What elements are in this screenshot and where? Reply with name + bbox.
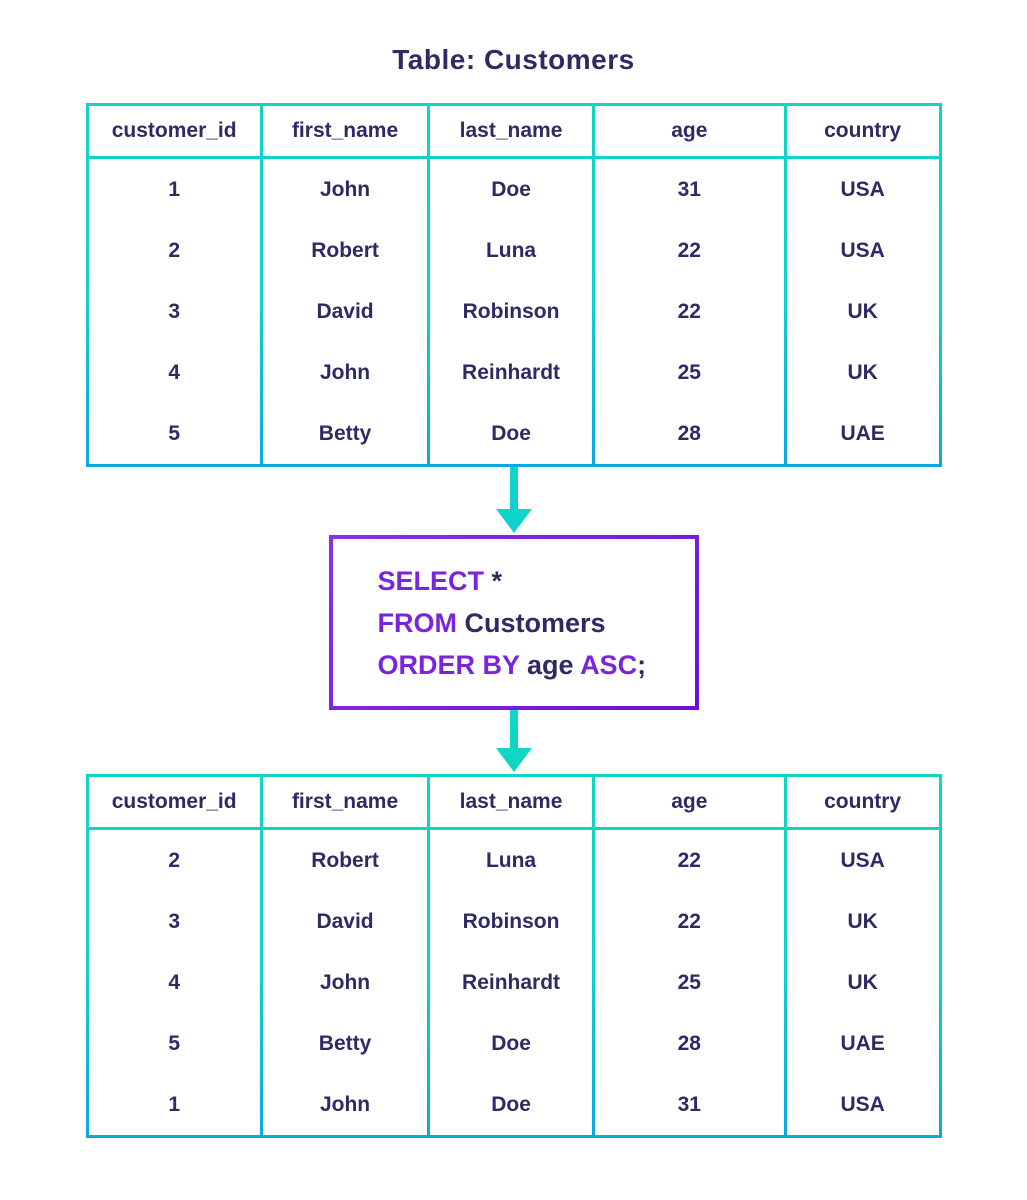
table-cell: David — [316, 299, 374, 323]
down-arrow-icon — [495, 710, 532, 772]
table-cell: USA — [840, 1092, 885, 1116]
table-cell: UAE — [840, 1031, 885, 1055]
table-cell: 22 — [677, 909, 701, 933]
table-cell: 22 — [677, 848, 701, 872]
table-cell: UK — [847, 909, 878, 933]
table-cell: 4 — [168, 970, 180, 994]
down-arrow-icon — [495, 467, 532, 533]
column-header: age — [594, 106, 784, 156]
table-cell: 22 — [677, 299, 701, 323]
table-cell: Doe — [491, 1092, 531, 1116]
sql-line: FROM Customers — [378, 602, 695, 644]
customers-table: customer_id first_name last_name age cou… — [85, 103, 942, 467]
table-column-first-name: John Robert David John Betty — [262, 159, 428, 464]
table-cell: 4 — [168, 360, 180, 384]
table-cell: Robinson — [462, 909, 560, 933]
table-cell: Luna — [485, 848, 537, 872]
table-column-last-name: Doe Luna Robinson Reinhardt Doe — [430, 159, 592, 464]
table-cell: Betty — [318, 421, 372, 445]
table-cell: Doe — [491, 1031, 531, 1055]
table-cell: USA — [840, 238, 885, 262]
sql-keyword: SELECT — [377, 565, 485, 596]
table-cell: UAE — [840, 421, 885, 445]
table-cell: John — [319, 360, 371, 384]
sql-line: ORDER BY age ASC; — [378, 644, 695, 686]
table-cell: USA — [840, 177, 885, 201]
column-header: country — [786, 106, 939, 156]
sql-text: Customers — [456, 607, 606, 638]
table-cell: 31 — [677, 1092, 701, 1116]
table-column-customer-id: 2 3 4 5 1 — [88, 830, 260, 1135]
sql-text: * — [484, 565, 503, 596]
table-cell: UK — [847, 970, 878, 994]
table-cell: Reinhardt — [462, 970, 561, 994]
table-cell: 1 — [168, 177, 180, 201]
sql-query-box: SELECT * FROM Customers ORDER BY age ASC… — [328, 535, 699, 710]
table-cell: Reinhardt — [462, 360, 561, 384]
table-cell: John — [319, 177, 371, 201]
table-cell: John — [319, 970, 371, 994]
table-cell: 31 — [677, 177, 701, 201]
table-cell: UK — [847, 299, 878, 323]
table-column-customer-id: 1 2 3 4 5 — [88, 159, 260, 464]
column-header: age — [594, 777, 784, 827]
sql-text: ; — [637, 649, 647, 680]
table-cell: David — [316, 909, 374, 933]
table-column-last-name: Luna Robinson Reinhardt Doe Doe — [430, 830, 592, 1135]
table-cell: 25 — [677, 360, 701, 384]
column-header: last_name — [430, 777, 592, 827]
column-header: first_name — [262, 106, 428, 156]
table-cell: 3 — [168, 909, 180, 933]
table-cell: Doe — [491, 421, 531, 445]
table-cell: USA — [840, 848, 885, 872]
table-cell: 1 — [168, 1092, 180, 1116]
table-column-country: USA USA UK UK UAE — [786, 159, 939, 464]
table-cell: Robert — [311, 848, 379, 872]
sql-keyword: FROM — [377, 607, 457, 638]
table-cell: 28 — [677, 1031, 701, 1055]
column-header: customer_id — [88, 106, 260, 156]
table-cell: 2 — [168, 238, 180, 262]
table-column-age: 31 22 22 25 28 — [594, 159, 784, 464]
sql-keyword: ORDER BY — [377, 649, 520, 680]
sql-text: age — [519, 649, 581, 680]
table-cell: Luna — [485, 238, 537, 262]
table-cell: 3 — [168, 299, 180, 323]
column-header: last_name — [430, 106, 592, 156]
table-cell: Robert — [311, 238, 379, 262]
table-cell: 5 — [168, 1031, 180, 1055]
table-cell: Betty — [318, 1031, 372, 1055]
table-cell: Doe — [491, 177, 531, 201]
table-cell: UK — [847, 360, 878, 384]
column-header: first_name — [262, 777, 428, 827]
page-title: Table: Customers — [392, 44, 635, 75]
table-column-first-name: Robert David John Betty John — [262, 830, 428, 1135]
table-column-age: 22 22 25 28 31 — [594, 830, 784, 1135]
table-cell: 28 — [677, 421, 701, 445]
table-cell: 5 — [168, 421, 180, 445]
sql-line: SELECT * — [378, 560, 695, 602]
table-cell: Robinson — [462, 299, 560, 323]
table-column-country: USA UK UK UAE USA — [786, 830, 939, 1135]
column-header: customer_id — [88, 777, 260, 827]
table-cell: 25 — [677, 970, 701, 994]
result-table: customer_id first_name last_name age cou… — [85, 774, 942, 1138]
table-cell: John — [319, 1092, 371, 1116]
table-cell: 22 — [677, 238, 701, 262]
table-cell: 2 — [168, 848, 180, 872]
sql-keyword: ASC — [580, 649, 638, 680]
column-header: country — [786, 777, 939, 827]
